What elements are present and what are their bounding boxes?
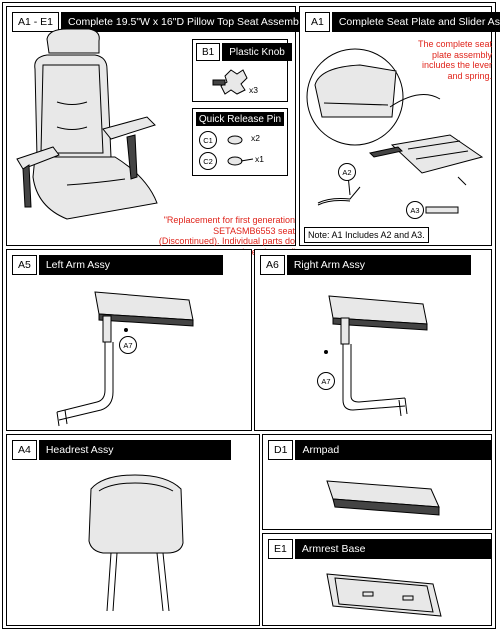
panel-armrest-base: E1 Armrest Base (262, 533, 492, 626)
callout-c2: C2 (199, 152, 217, 170)
armrest-base-illustration (326, 573, 442, 617)
callout-a2: A2 (338, 163, 356, 181)
seat-plate-illustration (306, 48, 484, 214)
subpanel-quick-release-pin: Quick Release Pin C1 x2 C2 x1 (192, 108, 288, 176)
right-arm-illustration (324, 295, 428, 417)
panel-header: E1 Armrest Base (268, 539, 491, 559)
armpad-illustration (326, 480, 440, 516)
seat-illustration (16, 28, 158, 220)
part-code: E1 (268, 539, 293, 559)
part-code: A5 (12, 255, 37, 275)
part-code: A1 (305, 12, 330, 32)
part-code: A1 - E1 (12, 12, 60, 32)
callout-a7: A7 (119, 336, 137, 354)
part-title: Armpad (295, 440, 492, 460)
knob-quantity: x3 (249, 85, 258, 95)
part-title: Right Arm Assy (286, 255, 471, 275)
subpanel-title: Quick Release Pin (196, 112, 284, 126)
panel-headrest: A4 Headrest Assy (6, 434, 260, 626)
part-code: A6 (260, 255, 285, 275)
c2-quantity: x1 (255, 154, 264, 164)
panel-left-arm: A5 Left Arm Assy A7 (6, 249, 252, 431)
part-code: B1 (196, 43, 221, 61)
subpanel-header: B1 Plastic Knob (196, 43, 292, 61)
panel-seat-plate: A1 Complete Seat Plate and Slider Assy T… (299, 6, 500, 246)
part-title: Headrest Assy (38, 440, 231, 460)
c1-quantity: x2 (251, 133, 260, 143)
panel-header: A5 Left Arm Assy (12, 255, 223, 275)
part-title: Left Arm Assy (38, 255, 223, 275)
left-arm-illustration (56, 291, 194, 427)
panel-seat-assembly: A1 - E1 Complete 19.5"W x 16"D Pillow To… (6, 6, 314, 257)
part-title: Complete Seat Plate and Slider Assy (331, 12, 500, 32)
panel-header: A1 Complete Seat Plate and Slider Assy (305, 12, 500, 32)
callout-a3: A3 (406, 201, 424, 219)
part-title: Complete 19.5"W x 16"D Pillow Top Seat A… (61, 12, 314, 32)
subpanel-plastic-knob: B1 Plastic Knob x3 (192, 39, 292, 102)
knob-icon (212, 69, 248, 95)
part-title: Plastic Knob (222, 43, 292, 61)
callout-c1: C1 (199, 131, 217, 149)
panel-header: A6 Right Arm Assy (260, 255, 471, 275)
plate-red-note: The complete seat plate assembly include… (417, 39, 492, 81)
headrest-illustration (88, 474, 184, 612)
panel-header: D1 Armpad (268, 440, 492, 460)
part-code: A4 (12, 440, 37, 460)
panel-header: A4 Headrest Assy (12, 440, 231, 460)
panel-right-arm: A6 Right Arm Assy A7 (254, 249, 492, 431)
panel-header: A1 - E1 Complete 19.5"W x 16"D Pillow To… (12, 12, 314, 32)
part-title: Armrest Base (294, 539, 491, 559)
part-code: D1 (268, 440, 294, 460)
panel-armpad: D1 Armpad (262, 434, 492, 530)
callout-a7: A7 (317, 372, 335, 390)
plate-note: Note: A1 Includes A2 and A3. (304, 227, 429, 243)
pin-icon (227, 135, 254, 166)
